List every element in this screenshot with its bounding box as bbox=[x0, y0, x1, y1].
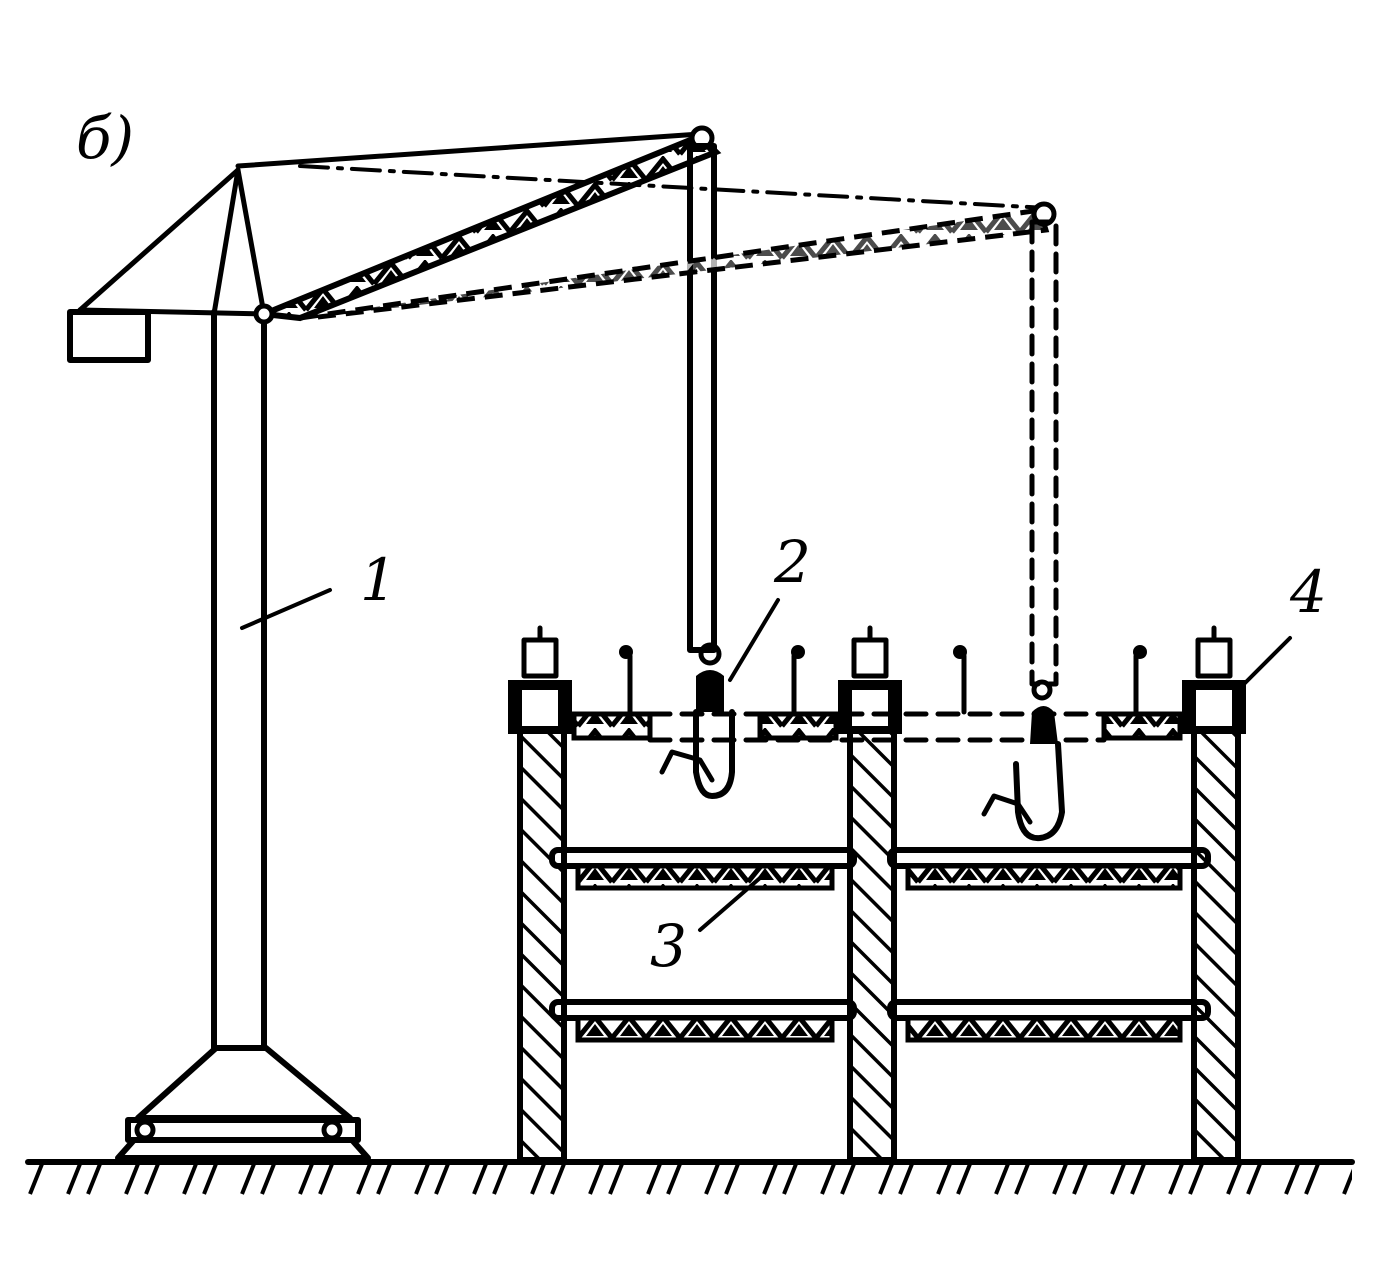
leader-line-slab bbox=[698, 876, 762, 932]
leader-line-crane bbox=[240, 588, 332, 630]
column-head bbox=[1182, 625, 1246, 734]
label-floor-slab: 3 bbox=[650, 912, 687, 980]
leader-line-hook bbox=[728, 598, 780, 682]
column-head bbox=[838, 625, 902, 734]
ground bbox=[25, 1159, 1355, 1201]
floor-slab-lower bbox=[549, 999, 1211, 1043]
label-crane: 1 bbox=[360, 546, 397, 614]
label-column: 4 bbox=[1289, 558, 1327, 626]
column-head bbox=[508, 625, 572, 734]
hook-gripper-solid bbox=[659, 642, 735, 799]
label-hook-gripper: 2 bbox=[773, 528, 811, 596]
building-frame bbox=[508, 625, 1246, 1163]
hook-gripper-dashed bbox=[981, 679, 1065, 842]
panel-label: б) bbox=[76, 104, 134, 172]
leader-line-column bbox=[1238, 636, 1292, 690]
top-posts bbox=[619, 645, 1147, 715]
floor-slab-upper bbox=[549, 847, 1211, 891]
